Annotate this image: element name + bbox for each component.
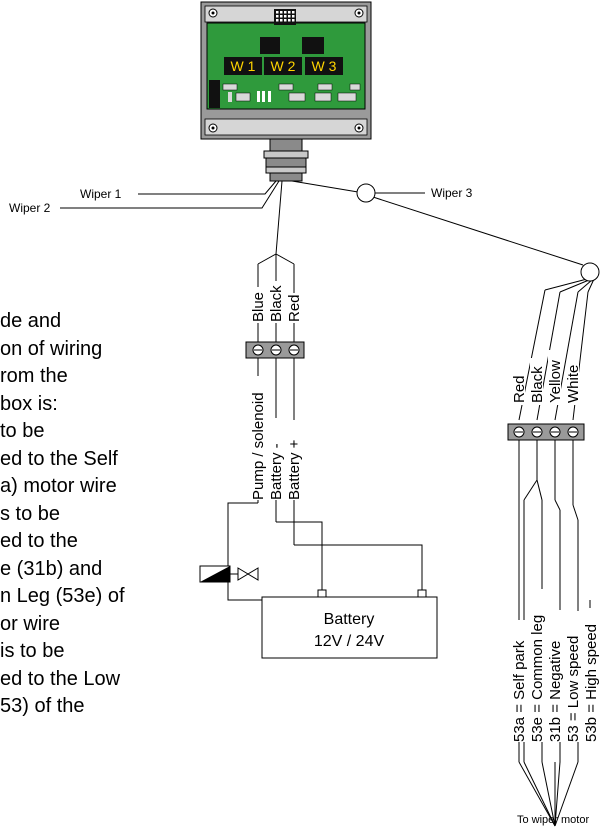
motor-wire-label: Black [529,366,546,403]
terminal-screw-icon [270,344,282,356]
battery-voltage: 12V / 24V [314,633,385,650]
motor-terminal-label: 53e = Common leg [529,615,546,742]
description-line: or wire [0,612,61,635]
supply-terminal-label: Pump / solenoid [250,392,267,500]
description-line: to be [0,420,45,442]
channel-label-w1 [224,57,262,75]
to-wiper-motor-label: To wiper motor [517,814,589,826]
supply-terminal-label: Battery + [286,439,303,500]
terminal-screw-icon [513,426,525,438]
motor-terminal-label: 53b = High speed [583,624,600,742]
channel-label-w2 [264,57,302,75]
wiper1-label: Wiper 1 [80,187,122,201]
motor-wire-label: White [565,365,582,403]
cable-gland-icon [263,138,309,182]
channel-label-text: W 1 [231,58,256,74]
supply-wire-label: Red [286,294,303,322]
wiper3-junction-icon [356,183,376,203]
battery-icon [261,589,438,659]
wiper3-label: Wiper 3 [431,186,473,200]
wiper2-label: Wiper 2 [9,201,51,215]
motor-wire-label: Yellow [547,360,564,403]
motor-terminal-label: 31b = Negative [547,641,564,742]
terminal-screw-icon [252,344,264,356]
terminal-screw-icon [288,344,300,356]
motor-terminal-label: 53 = Low speed [565,636,582,742]
description-line: e (31b) and [0,557,103,580]
relay-icon [302,37,324,54]
description-line: s to be [0,502,61,525]
description-line: de and [0,310,62,332]
relay-icon [260,37,280,54]
fuse-icon [209,80,220,108]
description-line: box is: [0,392,58,415]
description-line: ed to the Self [0,447,118,470]
terminal-screw-icon [549,426,561,438]
screw-icon [354,8,364,18]
description-line: ed to the [0,530,78,552]
description-line: n Leg (53e) of [0,585,125,607]
motor-wire-label: Red [511,375,528,403]
motor-terminal-strip [507,423,585,441]
supply-wire-label: Black [268,285,285,322]
description-line: is to be [0,640,65,662]
control-box: W 1 W 2 W 3 [200,1,372,182]
channel-label-text: W 2 [271,58,296,74]
description-line: ed to the Low [0,667,121,690]
screw-icon [208,123,218,133]
motor-terminal-label: 53a = Self park [511,640,528,742]
terminal-screw-icon [531,426,543,438]
terminal-screw-icon [567,426,579,438]
description-line: rom the [0,365,68,387]
battery-label: Battery [324,611,375,628]
screw-icon [354,123,364,133]
channel-label-w3 [305,57,343,75]
wiring-description: de and on of wiring rom the box is: to b… [0,308,250,721]
supply-terminal-strip [245,341,305,359]
description-line: on of wiring [0,337,103,360]
motor-junction-icon [580,262,600,282]
screw-icon [208,8,218,18]
channel-label-text: W 3 [312,58,337,74]
supply-terminal-label: Battery - [268,443,285,500]
description-line: 53) of the [0,695,85,717]
supply-wire-label: Blue [250,292,267,322]
solenoid-valve-icon [199,565,259,583]
description-line: a) motor wire [0,475,117,497]
